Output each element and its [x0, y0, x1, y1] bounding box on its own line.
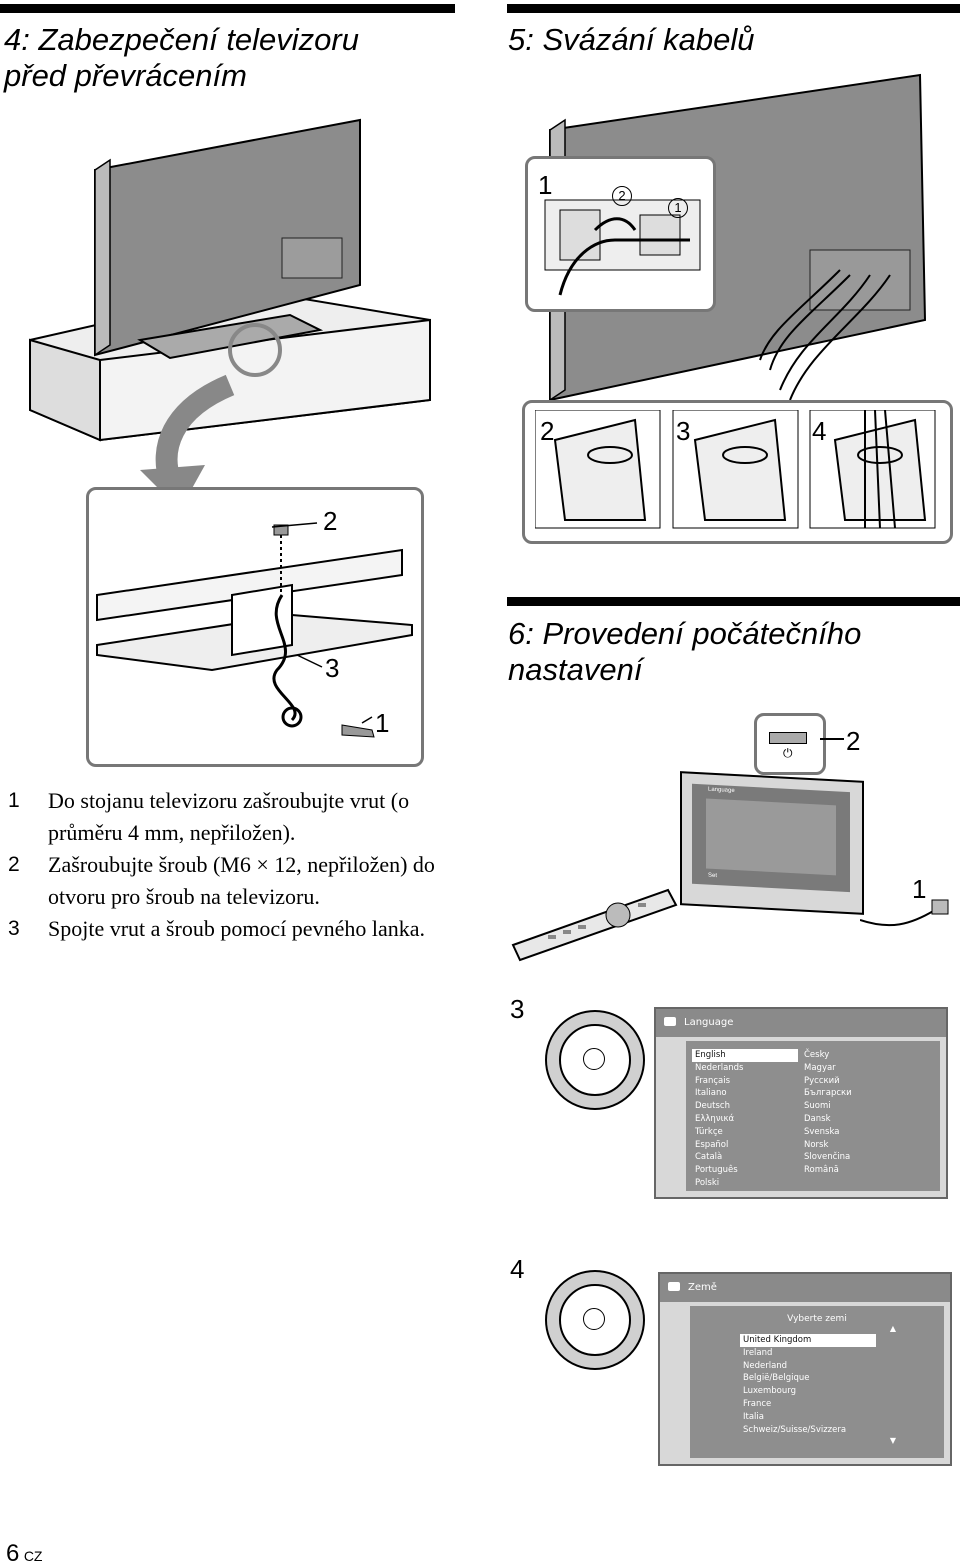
language-item[interactable]: Dansk: [804, 1113, 831, 1124]
power-cord-illustration: [860, 899, 949, 927]
step-text: Spojte vrut a šroub pomocí pevného lanka…: [48, 916, 425, 941]
section5-rule: [507, 4, 960, 13]
step-number: 1: [8, 789, 20, 812]
callout-wood-screw: 1: [375, 708, 390, 738]
section6-rule: [507, 597, 960, 606]
language-item[interactable]: Română: [804, 1165, 839, 1176]
language-item[interactable]: Türkçe: [695, 1126, 723, 1137]
country-list: United Kingdom Ireland Nederland België/…: [740, 1334, 876, 1436]
language-item[interactable]: Svenska: [804, 1126, 840, 1137]
country-item[interactable]: France: [743, 1398, 772, 1409]
step-item: 3 Spojte vrut a šroub pomocí pevného lan…: [8, 913, 458, 945]
language-item[interactable]: Suomi: [804, 1101, 831, 1112]
language-item[interactable]: Français: [695, 1075, 731, 1086]
step-number: 3: [8, 917, 20, 940]
language-item[interactable]: Polski: [695, 1177, 720, 1188]
language-menu-header: Language: [656, 1009, 946, 1037]
tv-small-screen: Language Set: [692, 783, 850, 893]
country-item[interactable]: Nederland: [743, 1360, 788, 1371]
stand-detail-illustration: [96, 522, 413, 738]
language-item[interactable]: Nederlands: [695, 1062, 744, 1073]
country-item[interactable]: Italia: [743, 1411, 764, 1422]
section4-rule: [0, 4, 455, 13]
section6-title-line1: 6: Provedení počátečního: [508, 616, 862, 651]
callout-step3-menu: 3: [510, 994, 525, 1024]
step-text: Do stojanu televizoru zašroubujte vrut (…: [48, 788, 410, 845]
country-item[interactable]: United Kingdom: [740, 1334, 876, 1347]
callout-circled-1: 1: [668, 198, 688, 218]
language-item[interactable]: Català: [695, 1152, 723, 1163]
power-callout-line: [820, 738, 844, 740]
callout-power: 2: [846, 726, 861, 756]
page-footer: 6 CZ: [6, 1540, 42, 1568]
language-item[interactable]: Deutsch: [695, 1101, 730, 1112]
step-item: 1 Do stojanu televizoru zašroubujte vrut…: [8, 785, 458, 849]
country-item[interactable]: Ireland: [743, 1347, 773, 1358]
tv-small-screen-footer: Set: [708, 872, 718, 880]
callout-detail-1: 1: [538, 170, 553, 200]
country-item[interactable]: Schweiz/Suisse/Svizzera: [743, 1424, 847, 1435]
callout-screw: 2: [323, 506, 338, 536]
section4-title-line1: 4: Zabezpečení televizoru: [4, 22, 359, 57]
language-item[interactable]: Ελληνικά: [695, 1113, 735, 1124]
language-item[interactable]: Slovenčina: [804, 1152, 851, 1163]
section4-title-line2: před převrácením: [4, 58, 247, 93]
tv-small-screen-header: Language: [708, 786, 735, 795]
tv-front: Language Set: [680, 771, 864, 915]
tv-small-screen-body: [706, 798, 836, 876]
callout-circled-2: 2: [612, 186, 632, 206]
language-item[interactable]: Norsk: [804, 1139, 829, 1150]
callout-step-2: 2: [540, 416, 555, 446]
callout-step4-menu: 4: [510, 1254, 525, 1284]
remote-control-illustration: [511, 888, 678, 962]
country-item[interactable]: België/Belgique: [743, 1373, 810, 1384]
country-prompt: Vyberte zemi: [787, 1314, 847, 1324]
toolbox-icon: [668, 1282, 680, 1291]
section6-title: 6: Provedení počátečního nastavení: [508, 616, 861, 688]
language-menu-screen: Language English Nederlands Français Ita…: [654, 1007, 948, 1199]
section4-title: 4: Zabezpečení televizoru před převrácen…: [4, 22, 359, 94]
language-item[interactable]: Español: [695, 1139, 729, 1150]
country-menu-screen: Země Vyberte zemi ▲ United Kingdom Irela…: [658, 1272, 952, 1466]
dpad-ring: [559, 1284, 631, 1356]
page-number: 6: [6, 1540, 20, 1567]
language-code: CZ: [23, 1548, 43, 1564]
step-number: 2: [8, 853, 20, 876]
scroll-down-arrow[interactable]: ▼: [889, 1436, 896, 1445]
language-item[interactable]: Česky: [804, 1050, 830, 1060]
power-button: [769, 732, 807, 744]
power-button-detail: ⏻: [754, 713, 826, 775]
step-text: Zašroubujte šroub (M6 × 12, nepřiložen) …: [48, 852, 435, 909]
section6-title-line2: nastavení: [508, 652, 643, 687]
country-item[interactable]: Luxembourg: [743, 1386, 796, 1397]
language-menu-body: English Nederlands Français Italiano Deu…: [686, 1041, 940, 1191]
section4-steps: 1 Do stojanu televizoru zašroubujte vrut…: [8, 785, 458, 945]
dpad-controller-1: [545, 1010, 645, 1110]
language-item[interactable]: Magyar: [804, 1062, 836, 1073]
dpad-controller-2: [545, 1270, 645, 1370]
country-menu-header: Země: [660, 1274, 950, 1302]
cable-tie-steps-illustration: [535, 410, 936, 529]
scroll-up-arrow[interactable]: ▲: [889, 1324, 896, 1333]
dpad-center: [583, 1048, 605, 1070]
country-menu-body: Vyberte zemi ▲ United Kingdom Ireland Ne…: [690, 1306, 944, 1458]
callout-step-3: 3: [676, 416, 691, 446]
dpad-center: [583, 1308, 605, 1330]
language-item[interactable]: Русский: [804, 1075, 840, 1086]
language-item[interactable]: English: [692, 1049, 798, 1062]
callout-step-4: 4: [812, 416, 827, 446]
language-list-col1: English Nederlands Français Italiano Deu…: [692, 1049, 798, 1190]
step-item: 2 Zašroubujte šroub (M6 × 12, nepřiložen…: [8, 849, 458, 913]
callout-cord: 3: [325, 653, 340, 683]
power-icon: ⏻: [783, 746, 793, 760]
toolbox-icon: [664, 1017, 676, 1026]
language-item[interactable]: Български: [804, 1088, 852, 1099]
tv-on-cabinet-illustration: [29, 118, 431, 510]
callout-plug: 1: [912, 874, 927, 904]
language-item[interactable]: Português: [695, 1165, 738, 1176]
language-list-col2: Česky Magyar Русский Български Suomi Dan…: [801, 1049, 907, 1177]
section5-title: 5: Svázání kabelů: [508, 22, 755, 57]
language-item[interactable]: Italiano: [695, 1088, 727, 1099]
